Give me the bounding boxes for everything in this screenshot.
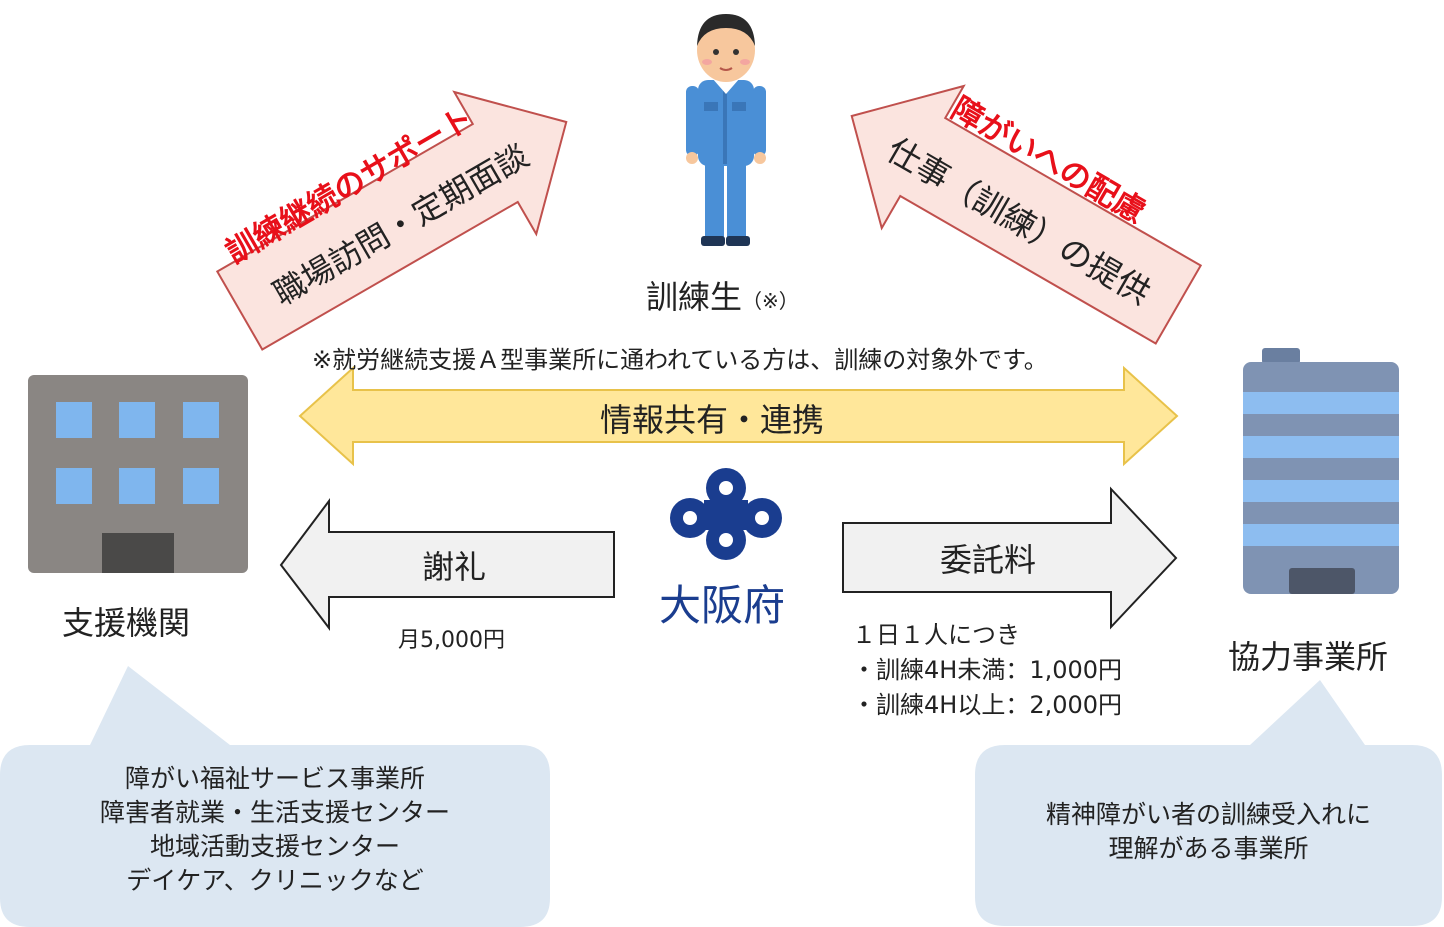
osaka-emblem-icon: [670, 468, 782, 560]
commission-arrow: [842, 486, 1178, 630]
bubble-line: デイケア、クリニックなど: [126, 866, 424, 895]
share-arrow: [298, 365, 1179, 467]
bubble-line: 障害者就業・生活支援センター: [99, 798, 450, 827]
trainee-label: 訓練生（※）: [646, 272, 799, 318]
support-bubble-text: 障がい福祉サービス事業所 障害者就業・生活支援センター 地域活動支援センター デ…: [0, 762, 550, 898]
support-arrow: [215, 90, 568, 351]
commission-line: ・訓練4H未満：1,000円: [852, 656, 1123, 684]
bubble-line: 理解がある事業所: [1108, 834, 1309, 863]
partner-label: 協力事業所: [1228, 638, 1389, 676]
bubble-line: 精神障がい者の訓練受入れに: [1045, 800, 1371, 829]
support-bubble: [0, 666, 550, 927]
reward-amount: 月5,000円: [398, 628, 505, 653]
share-text: 情報共有・連携: [600, 401, 825, 439]
trainee-name: 訓練生: [646, 278, 743, 316]
support-building-icon: [28, 375, 248, 573]
trainee-person-icon: [686, 14, 766, 246]
commission-text: 委託料: [940, 541, 1037, 579]
support-org-label: 支援機関: [62, 604, 191, 642]
commission-details: １日１人につき ・訓練4H未満：1,000円 ・訓練4H以上：2,000円: [852, 618, 1122, 723]
commission-line: １日１人につき: [852, 621, 1020, 649]
exclusion-note: ※就労継続支援Ａ型事業所に通われている方は、訓練の対象外です。: [312, 346, 1048, 374]
reward-arrow: [279, 498, 615, 631]
trainee-note-mark: （※）: [742, 289, 799, 313]
partner-building-icon: [1243, 348, 1399, 594]
consideration-arrow: [850, 84, 1203, 345]
reward-text: 謝礼: [422, 548, 487, 586]
bubble-line: 障がい福祉サービス事業所: [124, 764, 425, 793]
bubble-line: 地域活動支援センター: [149, 832, 400, 861]
osaka-label: 大阪府: [659, 581, 786, 630]
commission-line: ・訓練4H以上：2,000円: [852, 691, 1123, 719]
partner-bubble-text: 精神障がい者の訓練受入れに 理解がある事業所: [975, 798, 1442, 866]
partner-bubble: [975, 680, 1442, 926]
